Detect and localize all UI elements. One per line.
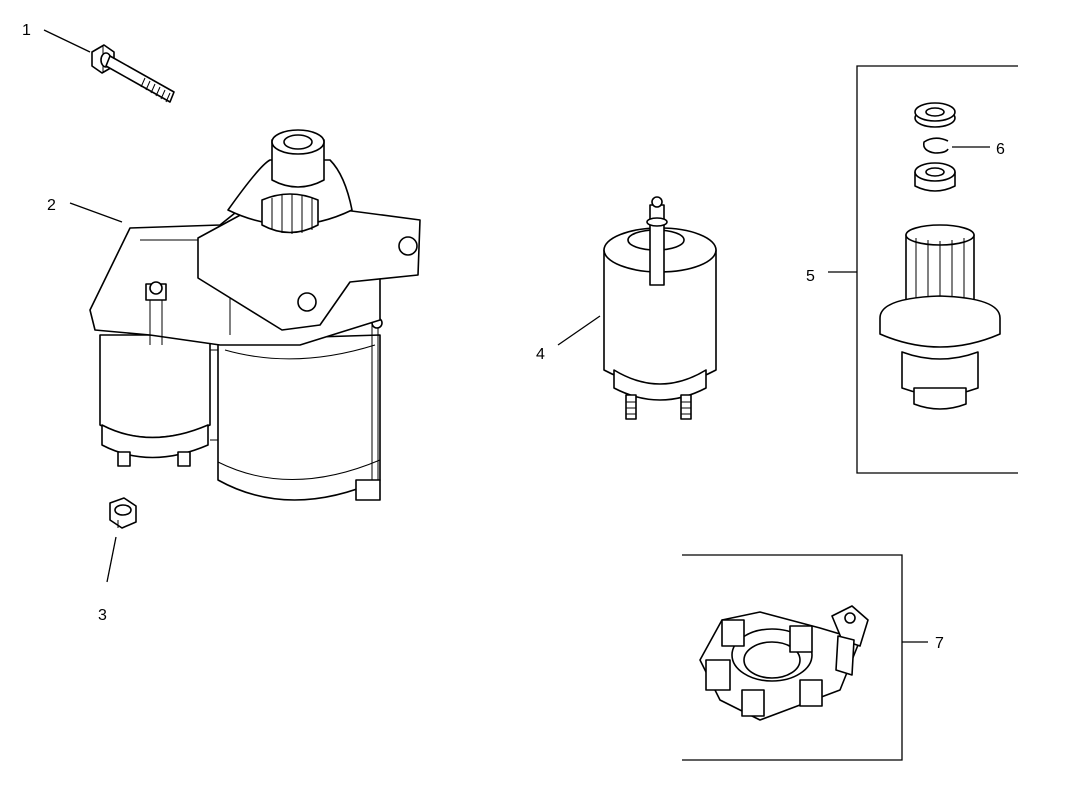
leader-line-3 [106, 536, 117, 583]
nut-part [109, 497, 137, 529]
callout-6: 6 [996, 141, 1005, 158]
leader-line-4 [557, 315, 601, 346]
leader-line-2 [69, 202, 123, 223]
callout-2: 2 [47, 197, 56, 214]
callout-7: 7 [935, 635, 944, 652]
leader-lines [43, 29, 990, 643]
bolt-part [91, 44, 175, 103]
starter-motor-part [89, 129, 421, 501]
group-frame-7 [682, 554, 903, 761]
callout-5: 5 [806, 268, 815, 285]
solenoid-part [603, 196, 717, 420]
washer-clip-collar-part [914, 102, 956, 192]
callout-1: 1 [22, 22, 31, 39]
group-frame-5 [856, 65, 1018, 474]
brush-holder-part [699, 605, 869, 721]
callout-3: 3 [98, 607, 107, 624]
callout-4: 4 [536, 346, 545, 363]
pinion-drive-part [879, 224, 1001, 410]
leader-line-1 [43, 29, 91, 53]
